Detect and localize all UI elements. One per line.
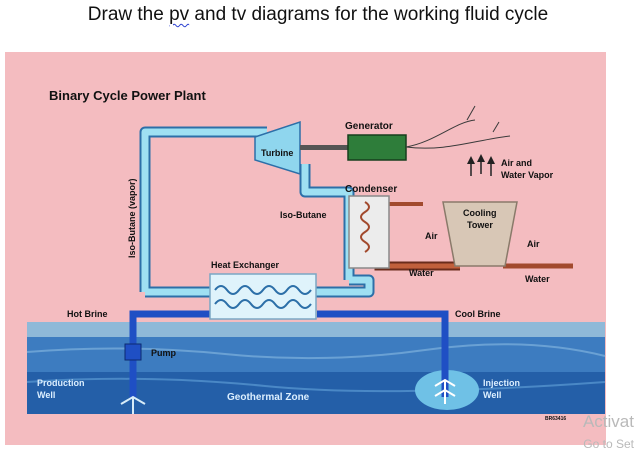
- heat-exchanger-label: Heat Exchanger: [211, 260, 280, 270]
- production-well: [120, 395, 146, 414]
- production-well-label-1: Production: [37, 378, 85, 388]
- water-right-label: Water: [525, 274, 550, 284]
- heat-exchanger-coil: [214, 285, 312, 295]
- iso-butane-label: Iso-Butane: [280, 210, 327, 220]
- figure-code: BR63416: [545, 416, 566, 422]
- turbine-label: Turbine: [261, 148, 293, 158]
- air-water-vapor-label-2: Water Vapor: [501, 170, 554, 180]
- hot-brine-label: Hot Brine: [67, 309, 108, 319]
- generator: [347, 134, 407, 161]
- question-text: Draw the pv and tv diagrams for the work…: [0, 4, 636, 26]
- misspelled-word: pv: [169, 4, 190, 25]
- activation-watermark: Activat: [582, 412, 634, 431]
- cooling-tower: [442, 201, 518, 267]
- air-left-label: Air: [425, 231, 438, 241]
- pump: [124, 343, 142, 361]
- cool-brine-label: Cool Brine: [455, 309, 501, 319]
- settings-watermark: Go to Set: [583, 437, 634, 451]
- pump-label: Pump: [151, 348, 177, 358]
- geothermal-zone-label: Geothermal Zone: [227, 392, 310, 403]
- ground-texture-2: [26, 377, 606, 393]
- question-text-end: and tv diagrams for the working fluid cy…: [189, 4, 549, 25]
- air-right-label: Air: [527, 239, 540, 249]
- air-water-vapor-label-1: Air and: [501, 158, 532, 168]
- cooling-tower-label-1: Cooling: [463, 208, 497, 218]
- power-lines: [405, 105, 511, 149]
- heat-exchanger-coil-2: [214, 299, 312, 309]
- ground-texture: [26, 343, 606, 360]
- condenser-label: Condenser: [345, 184, 397, 195]
- ground-surface: [27, 322, 605, 337]
- vapor-arrowheads: [467, 154, 495, 164]
- production-well-label-2: Well: [37, 390, 55, 400]
- binary-cycle-diagram: Binary Cycle Power Plant Generator Turbi…: [5, 52, 606, 445]
- hot-brine-pipe: [129, 310, 210, 397]
- diagram-title: Binary Cycle Power Plant: [49, 88, 206, 103]
- turbine: [254, 120, 301, 176]
- injection-well-label-1: Injection: [483, 378, 520, 388]
- ground-upper: [27, 337, 605, 372]
- question-text-start: Draw the: [87, 4, 170, 25]
- generator-shaft: [300, 145, 348, 150]
- brine-pipes: [129, 310, 449, 397]
- generator-label: Generator: [345, 121, 393, 132]
- injection-well: [434, 378, 456, 404]
- cooling-tower-label-2: Tower: [467, 220, 493, 230]
- cool-brine-pipe: [317, 310, 449, 397]
- water-center-label: Water: [409, 268, 434, 278]
- injection-well-label-2: Well: [483, 390, 501, 400]
- heat-exchanger: [209, 273, 317, 320]
- iso-butane-vapor-label: Iso-Butane (vapor): [127, 178, 137, 258]
- condenser-coil: [360, 201, 370, 253]
